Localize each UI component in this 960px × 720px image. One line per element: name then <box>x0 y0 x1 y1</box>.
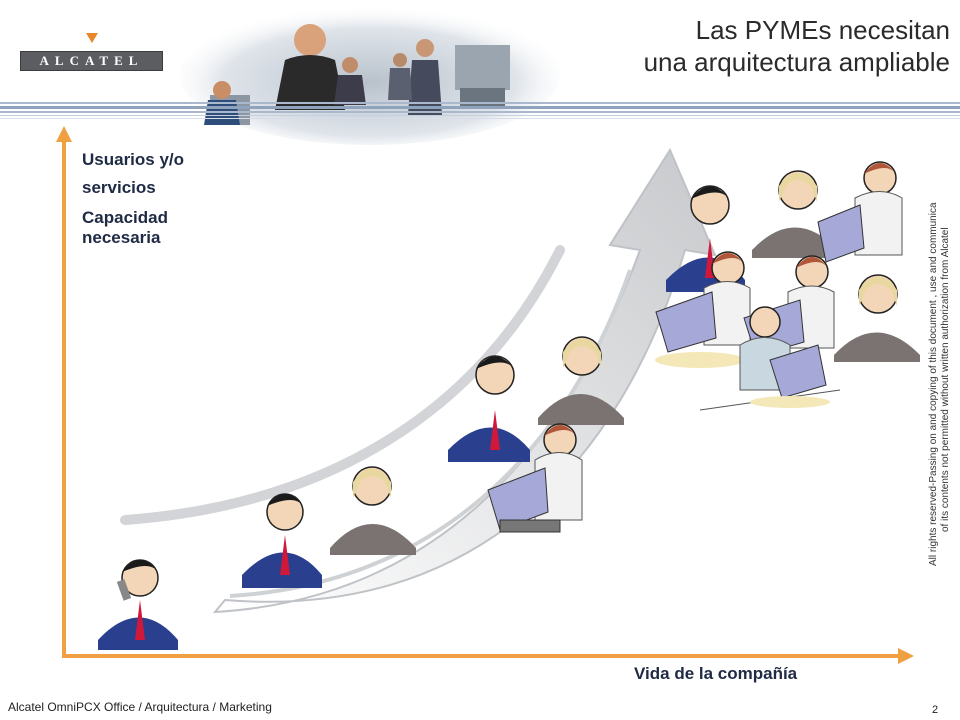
clipart-man-computer <box>699 306 841 411</box>
copyright-disclaimer: All rights reserved-Passing on and copyi… <box>928 166 952 566</box>
capacity-label: Capacidad necesaria <box>82 208 168 248</box>
page-number: 2 <box>932 704 939 716</box>
clipart-woman-4 <box>834 274 920 362</box>
person-woman-phone-icon <box>294 24 326 56</box>
clipart-woman-3 <box>752 170 838 258</box>
x-axis-arrowhead-icon <box>898 648 914 664</box>
disclaimer-line-2: of its contents not permitted without wr… <box>940 227 951 532</box>
clipart-woman-2 <box>538 336 624 425</box>
logo-triangle-icon <box>86 33 98 43</box>
clipart-businessman-1 <box>98 559 178 650</box>
capacity-label-line-1: Capacidad <box>82 208 168 227</box>
clipart-worker-computer-1 <box>487 423 583 533</box>
growth-arrow <box>120 147 717 614</box>
slide-title: Las PYMEs necesitan una arquitectura amp… <box>644 14 950 78</box>
capacity-label-line-2: necesaria <box>82 228 161 247</box>
header-stripes <box>0 102 960 119</box>
clipart-woman-1 <box>330 466 416 555</box>
title-line-2: una arquitectura ampliable <box>643 47 950 77</box>
y-axis-label-line-1: Usuarios y/o <box>82 150 185 169</box>
x-axis-label: Vida de la compañía <box>634 664 798 683</box>
clipart-businessman-3 <box>448 355 530 462</box>
title-line-1: Las PYMEs necesitan <box>695 15 950 45</box>
y-axis-arrowhead-icon <box>56 126 72 142</box>
clipart-businessman-2 <box>242 493 322 588</box>
chart-axes <box>56 126 914 664</box>
clipart-worker-computer-2 <box>817 161 903 263</box>
logo-text: ALCATEL <box>20 51 163 71</box>
clipart-worker-computer-3 <box>655 251 751 368</box>
y-axis-label: Usuarios y/o servicios <box>82 146 184 202</box>
y-axis-label-line-2: servicios <box>82 178 156 197</box>
disclaimer-line-1: All rights reserved-Passing on and copyi… <box>928 202 939 566</box>
alcatel-logo: ALCATEL <box>20 33 163 71</box>
header-photo-collage <box>180 5 560 145</box>
footer-text: Alcatel OmniPCX Office / Arquitectura / … <box>8 700 272 714</box>
